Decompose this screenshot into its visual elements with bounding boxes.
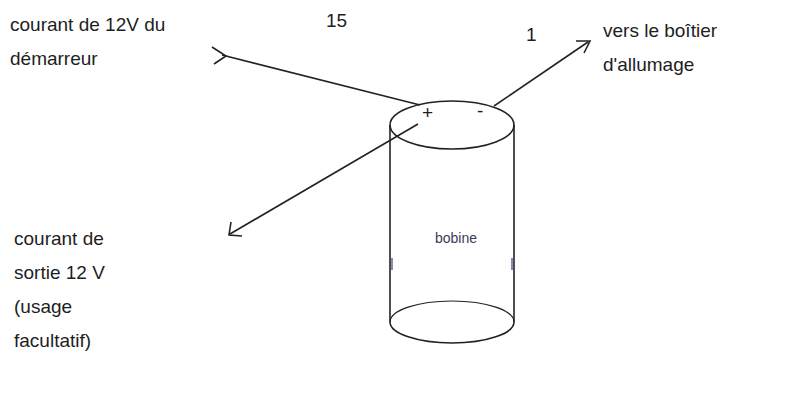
terminal-number: 15	[326, 4, 366, 38]
terminal-number: 1	[526, 18, 556, 52]
cylinder-outline	[388, 98, 516, 346]
output-label: vers le boîtier d'allumage	[603, 14, 793, 82]
cylinder-side	[513, 125, 515, 322]
cylinder-bottom	[390, 322, 514, 343]
coil-cylinder: bobine	[388, 98, 516, 346]
output-wire	[494, 42, 588, 106]
tick-mark	[511, 258, 513, 270]
input-wire	[222, 55, 420, 105]
cylinder-bottom-back	[390, 301, 514, 322]
cylinder-side	[389, 125, 391, 322]
arrow-head	[576, 41, 590, 53]
cylinder-top	[390, 101, 514, 149]
coil-label: bobine	[435, 230, 477, 246]
arrow-head	[229, 222, 242, 236]
wire-tail	[212, 47, 226, 64]
optional-output-label: courant de sortie 12 V (usage facultatif…	[14, 222, 134, 358]
polarity-sign: -	[477, 94, 497, 128]
input-label: courant de 12V du démarreur	[10, 8, 170, 76]
tick-mark	[391, 258, 393, 270]
